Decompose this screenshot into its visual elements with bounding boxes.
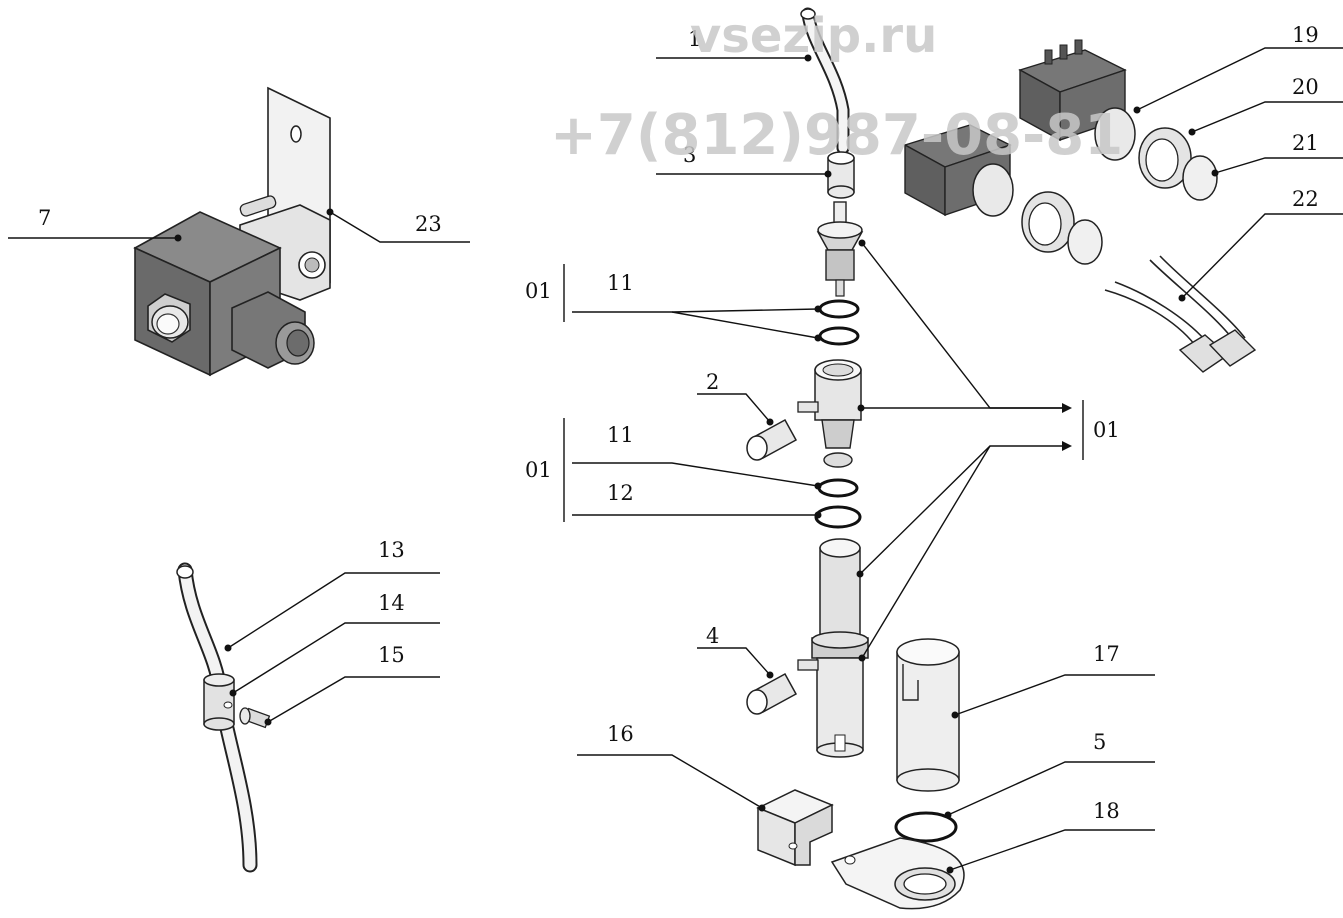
label-22: 22 — [1292, 187, 1319, 211]
nozzle-part — [816, 201, 864, 297]
label-7: 7 — [38, 206, 51, 230]
tube-clamp-assembly — [176, 562, 271, 873]
watermark: vsezip.ru +7(812)987-08-81 — [550, 8, 1123, 168]
label-2: 2 — [706, 370, 719, 394]
wires-part — [1104, 255, 1257, 373]
label-12: 12 — [607, 481, 634, 505]
mixing-chamber-part — [797, 359, 862, 468]
label-5: 5 — [1093, 730, 1106, 754]
switch-assembly — [903, 39, 1218, 265]
label-4: 4 — [706, 624, 719, 648]
label-1: 1 — [688, 27, 701, 51]
watermark-site: vsezip.ru — [690, 8, 937, 64]
small-sleeve-part-2 — [746, 418, 798, 461]
leader-lines — [8, 47, 1343, 874]
label-19: 19 — [1292, 23, 1319, 47]
solenoid-valve-part — [133, 86, 331, 377]
bracket-clip-part — [756, 789, 834, 867]
label-group-01-lower: 01 — [525, 458, 552, 482]
small-sleeve-part-4 — [746, 672, 798, 715]
label-20: 20 — [1292, 75, 1319, 99]
label-15: 15 — [378, 643, 405, 667]
o-ring-lower-12 — [814, 505, 862, 529]
label-23: 23 — [415, 212, 442, 236]
o-ring-lower-11 — [817, 478, 859, 498]
label-group-01-upper: 01 — [525, 279, 552, 303]
label-17: 17 — [1093, 642, 1120, 666]
split-sleeve-part — [896, 638, 960, 792]
watermark-phone: +7(812)987-08-81 — [550, 103, 1123, 168]
callout-labels: 7 23 1 3 19 20 21 22 01 11 2 01 11 12 01… — [38, 23, 1319, 823]
o-ring-part-5 — [894, 811, 958, 843]
sleeve-part — [827, 151, 855, 199]
label-16: 16 — [607, 722, 634, 746]
label-11-lower: 11 — [607, 423, 634, 447]
label-group-01-right: 01 — [1093, 418, 1120, 442]
label-3: 3 — [683, 143, 696, 167]
label-13: 13 — [378, 538, 405, 562]
label-14: 14 — [378, 591, 405, 615]
label-11-upper: 11 — [607, 271, 634, 295]
label-21: 21 — [1292, 131, 1319, 155]
label-18: 18 — [1093, 799, 1120, 823]
o-ring-upper-1 — [818, 299, 860, 319]
o-ring-upper-2 — [818, 326, 860, 346]
tube-part — [800, 7, 850, 155]
flange-part — [830, 837, 965, 910]
lower-body-part — [797, 538, 869, 758]
